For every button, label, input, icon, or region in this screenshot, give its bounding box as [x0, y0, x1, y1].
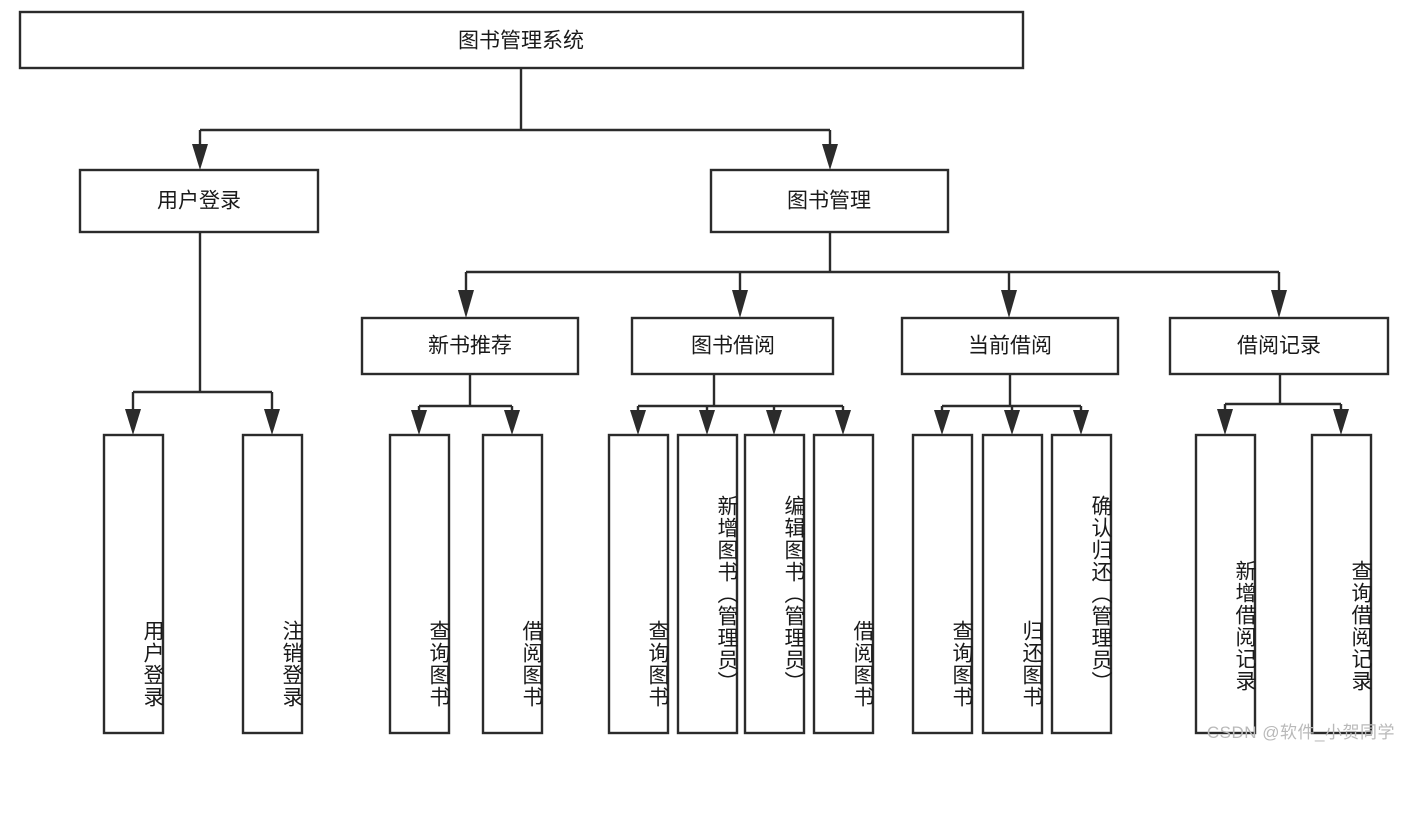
- leaf-box-nb-borrow-book[interactable]: [481, 433, 544, 735]
- arrow-head-book-mgmt: [822, 144, 838, 170]
- leaf-box-cb-confirm-return[interactable]: [1050, 433, 1113, 735]
- leaf-box-logout[interactable]: [241, 433, 304, 735]
- leaf-box-bb-borrow-book[interactable]: [812, 433, 875, 735]
- node-book-management-box[interactable]: [709, 168, 950, 234]
- arrow-head-new-book-borrow: [504, 410, 520, 435]
- arrow-head-cb-confirm: [1073, 410, 1089, 435]
- leaf-box-br-query-record[interactable]: [1310, 433, 1373, 735]
- connector-layer: [125, 68, 1349, 435]
- node-current-borrow[interactable]: 当前借阅: [900, 316, 1120, 376]
- node-book-management[interactable]: 图书管理: [709, 168, 950, 234]
- arrow-head-bb-add: [699, 410, 715, 435]
- leaf-box-bb-query-book[interactable]: [607, 433, 670, 735]
- arrow-head-bb-query: [630, 410, 646, 435]
- node-borrow-record-box[interactable]: [1168, 316, 1390, 376]
- arrow-head-new-book-query: [411, 410, 427, 435]
- arrow-head-user-login: [192, 144, 208, 170]
- leaf-box-bb-edit-book[interactable]: [743, 433, 806, 735]
- node-user-login[interactable]: 用户登录: [78, 168, 320, 234]
- node-root[interactable]: 图书管理系统: [18, 10, 1025, 70]
- node-borrow-record[interactable]: 借阅记录: [1168, 316, 1390, 376]
- node-book-borrow[interactable]: 图书借阅: [630, 316, 835, 376]
- arrow-head-leaf-logout: [264, 409, 280, 435]
- node-user-login-box[interactable]: [78, 168, 320, 234]
- node-book-borrow-box[interactable]: [630, 316, 835, 376]
- watermark-text: CSDN @软件_小贺同学: [1206, 723, 1395, 742]
- node-book-management-label: 图书管理: [787, 190, 871, 213]
- node-new-book-recommend-label: 新书推荐: [428, 335, 512, 358]
- node-book-borrow-label: 图书借阅: [691, 335, 775, 358]
- arrow-head-bb-edit: [766, 410, 782, 435]
- leaf-box-cb-query-book[interactable]: [911, 433, 974, 735]
- leaf-box-cb-return-book[interactable]: [981, 433, 1044, 735]
- arrow-head-current-borrow: [1001, 290, 1017, 318]
- arrow-head-borrow-record: [1271, 290, 1287, 318]
- node-user-login-label: 用户登录: [157, 190, 241, 213]
- arrow-head-bb-borrow: [835, 410, 851, 435]
- arrow-head-cb-return: [1004, 410, 1020, 435]
- leaf-box-nb-query-book[interactable]: [388, 433, 451, 735]
- node-current-borrow-label: 当前借阅: [968, 335, 1052, 358]
- arrow-head-br-query: [1333, 409, 1349, 435]
- node-new-book-recommend-box[interactable]: [360, 316, 580, 376]
- leaf-box-bb-add-book[interactable]: [676, 433, 739, 735]
- leaf-box-br-add-record[interactable]: [1194, 433, 1257, 735]
- leaf-box-user-login[interactable]: [102, 433, 165, 735]
- node-root-box[interactable]: [18, 10, 1025, 70]
- node-current-borrow-box[interactable]: [900, 316, 1120, 376]
- arrow-head-leaf-user-login: [125, 409, 141, 435]
- diagram-canvas: 图书管理系统 用户登录 图书管理 新书推荐 图书借阅 当前借阅 借阅记录: [18, 10, 1395, 742]
- node-root-label: 图书管理系统: [458, 30, 584, 53]
- arrow-head-new-book: [458, 290, 474, 318]
- node-borrow-record-label: 借阅记录: [1237, 335, 1321, 358]
- arrow-head-br-add: [1217, 409, 1233, 435]
- arrow-head-book-borrow: [732, 290, 748, 318]
- arrow-head-cb-query: [934, 410, 950, 435]
- flowchart-svg: 图书管理系统 用户登录 图书管理 新书推荐 图书借阅 当前借阅 借阅记录: [18, 10, 1390, 735]
- node-new-book-recommend[interactable]: 新书推荐: [360, 316, 580, 376]
